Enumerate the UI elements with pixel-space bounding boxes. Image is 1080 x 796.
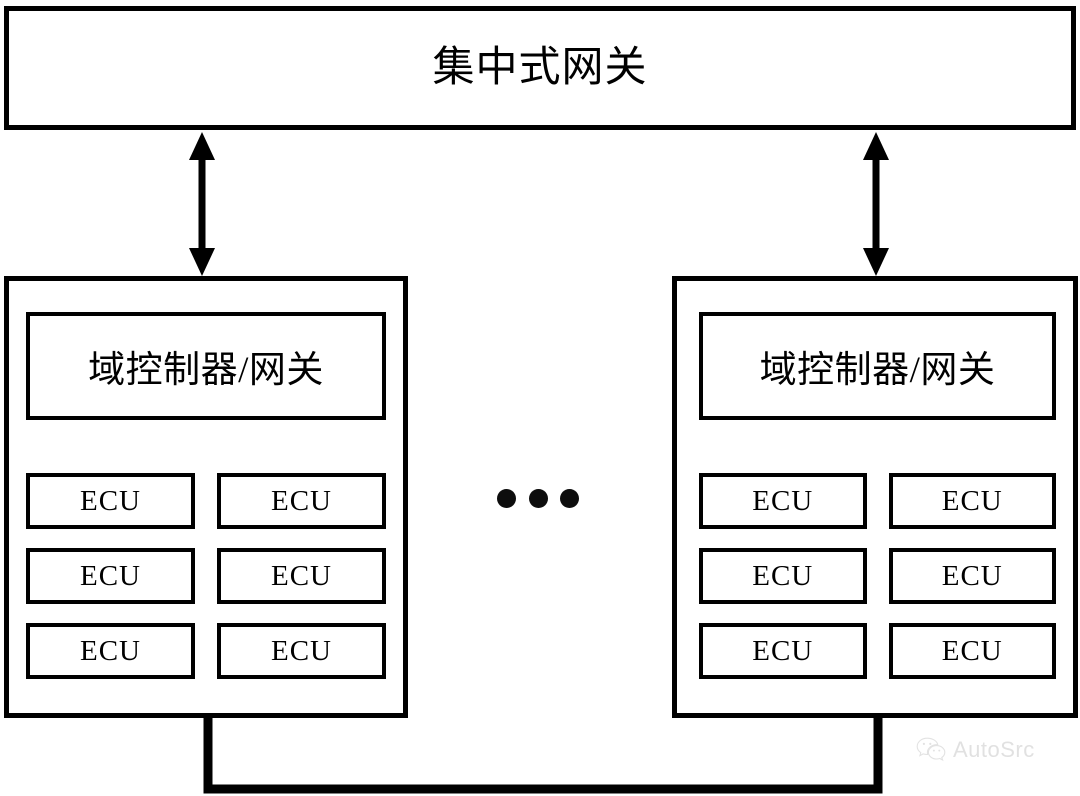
domain-controller-gateway-label: 域控制器/网关 [88, 350, 324, 391]
right-uplink-arrow [854, 130, 898, 278]
ecu-label: ECU [271, 484, 332, 517]
ecu-box: ECU [888, 473, 1056, 529]
ecu-box: ECU [217, 548, 386, 604]
ellipsis-indicator [497, 487, 579, 509]
ellipsis-dot [528, 488, 548, 508]
ecu-label: ECU [941, 634, 1003, 667]
domain-panel-right: 域控制器/网关 ECU ECU ECU ECU ECU ECU [672, 276, 1078, 718]
ecu-box: ECU [217, 473, 386, 529]
domain-controller-gateway-box-right: 域控制器/网关 [699, 312, 1056, 420]
ellipsis-dot [560, 488, 579, 508]
ecu-label: ECU [752, 484, 814, 517]
ecu-grid-left: ECU ECU ECU ECU ECU ECU [26, 473, 386, 679]
ecu-box: ECU [888, 623, 1056, 679]
left-uplink-arrow [180, 130, 224, 278]
ecu-box: ECU [888, 548, 1056, 604]
centralized-gateway-box: 集中式网关 [4, 6, 1076, 130]
ecu-box: ECU [26, 623, 195, 679]
ecu-box: ECU [26, 548, 195, 604]
ellipsis-dot [497, 488, 516, 508]
wechat-icon [916, 737, 946, 763]
watermark: AutoSrc [916, 737, 1035, 763]
ecu-label: ECU [80, 559, 141, 592]
centralized-gateway-label: 集中式网关 [432, 45, 648, 91]
ecu-box: ECU [699, 548, 867, 604]
ecu-box: ECU [699, 623, 867, 679]
domain-panel-left: 域控制器/网关 ECU ECU ECU ECU ECU ECU [4, 276, 408, 718]
ecu-label: ECU [80, 634, 141, 667]
domain-controller-gateway-box-left: 域控制器/网关 [26, 312, 386, 420]
watermark-text: AutoSrc [953, 737, 1035, 762]
ecu-box: ECU [217, 623, 386, 679]
ecu-box: ECU [699, 473, 867, 529]
bottom-bus-connector [203, 716, 883, 794]
ecu-label: ECU [752, 634, 814, 667]
ecu-label: ECU [271, 559, 332, 592]
domain-controller-gateway-label: 域控制器/网关 [759, 350, 996, 391]
ecu-label: ECU [271, 634, 332, 667]
ecu-label: ECU [80, 484, 141, 517]
ecu-grid-right: ECU ECU ECU ECU ECU ECU [699, 473, 1056, 679]
ecu-label: ECU [941, 559, 1003, 592]
ecu-label: ECU [752, 559, 814, 592]
ecu-label: ECU [941, 484, 1003, 517]
ecu-box: ECU [26, 473, 195, 529]
